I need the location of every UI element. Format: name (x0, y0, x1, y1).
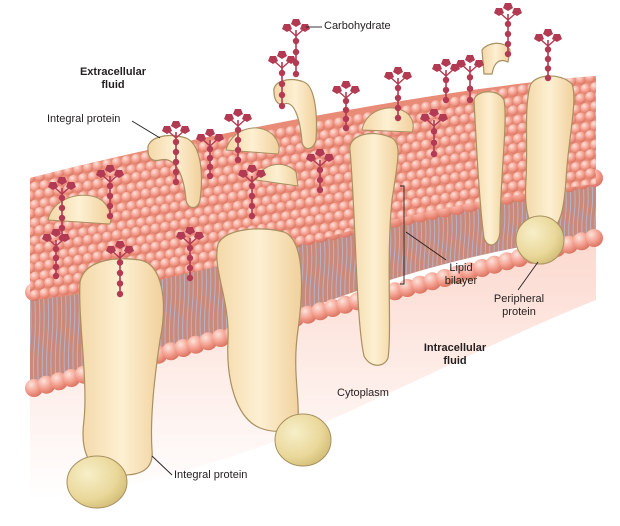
peripheral-protein-label: Peripheral protein (484, 293, 554, 319)
cytoplasm-label: Cytoplasm (337, 387, 389, 399)
integral-proteins (79, 42, 575, 476)
intracellular-line-1: Intracellular (423, 342, 487, 354)
lipid-line-2: bilayer (444, 275, 478, 287)
extracellular-line-2: fluid (101, 79, 125, 91)
integral-protein-top-label: Integral protein (47, 113, 121, 125)
intracellular-region (30, 240, 596, 500)
integral-protein-bottom-label: Integral protein (174, 469, 248, 481)
lipid-bilayer-label: Lipid bilayer (436, 262, 486, 288)
intracellular-fluid-label: Intracellular fluid (410, 342, 500, 368)
carbohydrate-label: Carbohydrate (324, 20, 391, 32)
lipid-line-1: Lipid (449, 262, 473, 274)
carbohydrate-chains (42, 3, 562, 298)
extracellular-line-1: Extracellular (79, 66, 147, 78)
protein-domes (47, 107, 414, 225)
extracellular-fluid-label: Extracellular fluid (68, 66, 158, 92)
peripheral-proteins (66, 215, 565, 509)
leader-lines (131, 26, 539, 476)
intracellular-line-2: fluid (443, 355, 467, 367)
peripheral-line-2: protein (502, 306, 536, 318)
peripheral-line-1: Peripheral (493, 293, 545, 305)
